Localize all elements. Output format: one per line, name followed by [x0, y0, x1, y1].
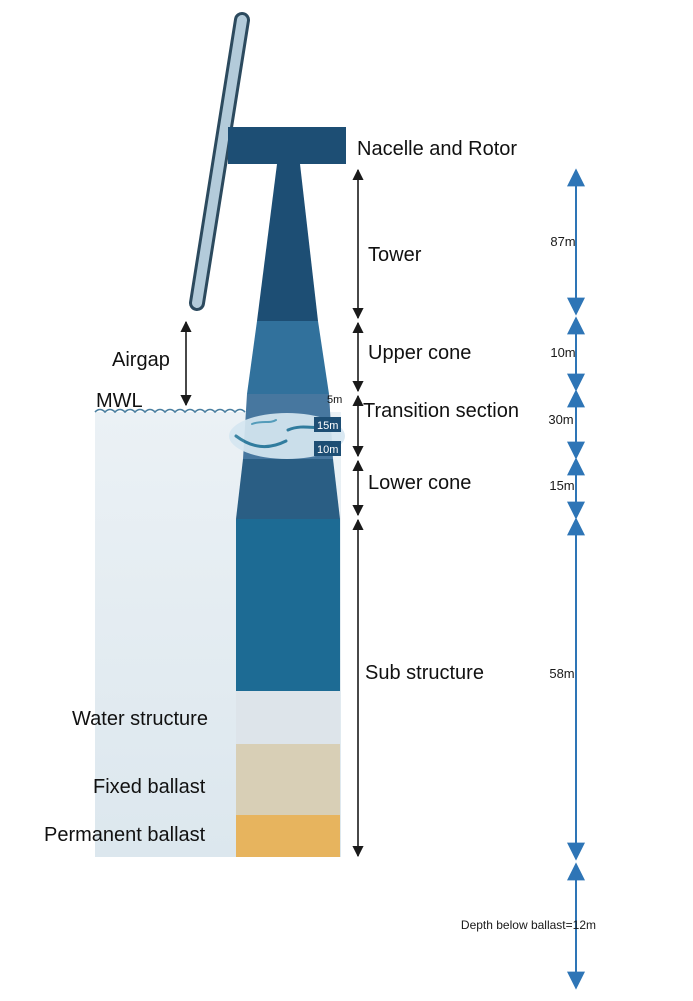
- transition-15m-label: 15m: [317, 420, 338, 432]
- upper-cone-shape: [247, 321, 329, 394]
- nacelle-rotor-label: Nacelle and Rotor: [357, 138, 517, 160]
- fixed-ballast-band: [236, 744, 340, 815]
- segment-10m-patch: [314, 441, 341, 456]
- mwl-waterline: [94, 408, 246, 414]
- nacelle-shape: [228, 127, 346, 164]
- rotor-blade: [189, 12, 250, 311]
- sub-structure-label: Sub structure: [365, 662, 484, 684]
- transition-section-label: Transition section: [363, 400, 519, 422]
- segment-15m-patch: [314, 417, 341, 432]
- permanent-ballast-label: Permanent ballast: [44, 824, 206, 846]
- dim-10m-label: 10m: [550, 345, 575, 360]
- lower-cone-shape: [236, 459, 340, 519]
- water-structure-label: Water structure: [72, 708, 208, 730]
- lower-cone-label: Lower cone: [368, 472, 471, 494]
- dim-58m-label: 58m: [549, 666, 574, 681]
- fixed-ballast-label: Fixed ballast: [93, 776, 206, 798]
- sub-structure-shape: [236, 519, 340, 691]
- transition-5m-label: 5m: [327, 394, 342, 406]
- water-structure-band: [236, 691, 340, 744]
- airgap-label: Airgap: [112, 349, 170, 371]
- tower-label: Tower: [368, 244, 422, 266]
- permanent-ballast-band: [236, 815, 340, 857]
- mwl-label: MWL: [96, 390, 143, 412]
- dim-depth-below-ballast-label: Depth below ballast=12m: [461, 918, 596, 932]
- dim-87m-label: 87m: [550, 234, 575, 249]
- dim-30m-label: 30m: [548, 412, 573, 427]
- transition-10m-label: 10m: [317, 444, 338, 456]
- upper-cone-label: Upper cone: [368, 342, 471, 364]
- tower-shape: [257, 164, 318, 321]
- dim-15m-label: 15m: [549, 478, 574, 493]
